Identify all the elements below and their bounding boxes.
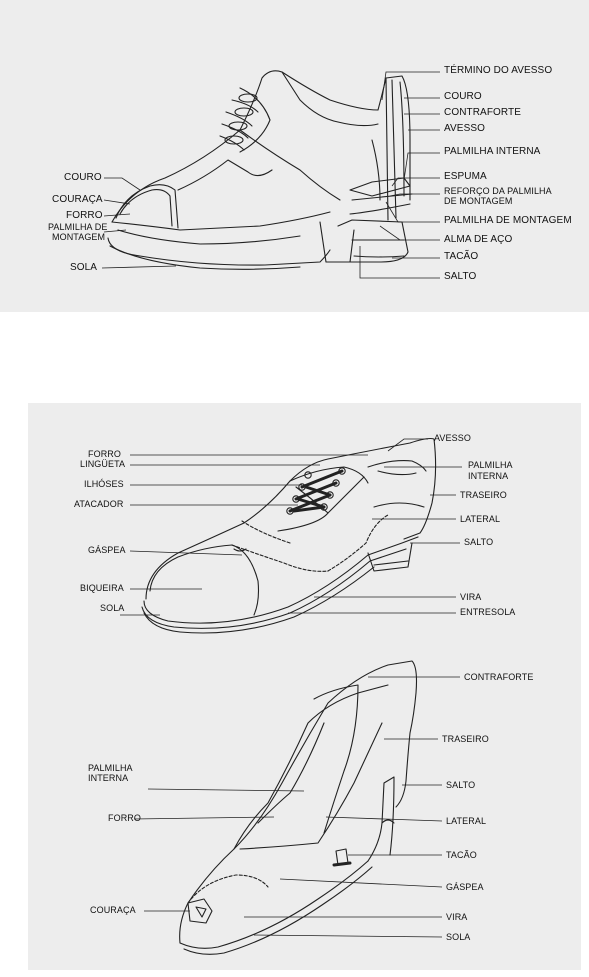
label-traseiro-pump: TRASEIRO (442, 734, 489, 744)
label-palmilha-montagem-left-2: MONTAGEM (52, 232, 106, 242)
leader-espuma (391, 177, 440, 187)
leader-palmilha-montagem-left (103, 229, 127, 233)
leader-reforco (389, 193, 440, 197)
label-salto-oxford: SALTO (464, 537, 494, 547)
label-forro-oxford: FORRO (88, 449, 121, 459)
label-ilhoses: ILHÓSES (84, 479, 124, 489)
label-contraforte: CONTRAFORTE (444, 107, 522, 118)
label-contraforte: CONTRAFORTE (464, 672, 534, 682)
label-vira-pump: VIRA (446, 912, 468, 922)
leader-couro-left (104, 177, 141, 191)
leader-sola-left (101, 265, 177, 269)
panel-shoe-parts: FORRO LINGÜETA ILHÓSES ATACADOR GÁSPEA B… (28, 403, 581, 970)
label-atacador: ATACADOR (74, 499, 124, 509)
leader-salto (359, 246, 440, 279)
label-tacao-pump: TACÃO (446, 850, 477, 860)
label-palmilha-interna-right: PALMILHA INTERNA (444, 146, 541, 157)
label-lateral-pump: LATERAL (446, 816, 487, 826)
label-lateral-oxford: LATERAL (460, 514, 501, 524)
leader-forro-left (103, 213, 131, 217)
leader-palmilha-interna-pump (147, 788, 305, 792)
label-salto-right: SALTO (444, 271, 477, 282)
leader-palmilha-interna (403, 152, 440, 181)
label-avesso-right: AVESSO (444, 123, 485, 134)
label-espuma: ESPUMA (444, 171, 487, 182)
leader-couraca-left (103, 199, 131, 205)
label-palmilha-interna-oxford-1: PALMILHA (468, 460, 513, 470)
label-lingueta: LINGÜETA (80, 459, 126, 469)
leader-gaspea-pump (279, 878, 443, 888)
leader-gaspea-oxford (129, 550, 243, 556)
label-traseiro-oxford: TRASEIRO (460, 490, 507, 500)
label-entresola: ENTRESOLA (460, 607, 516, 617)
label-gaspea-oxford: GÁSPEA (88, 545, 126, 555)
leader-lateral-pump (325, 816, 443, 822)
label-couraca-pump: COURAÇA (90, 905, 136, 915)
leader-sola-pump (253, 934, 443, 938)
label-sola-oxford: SOLA (100, 603, 125, 613)
label-palmilha-montagem-left-1: PALMILHA DE (48, 222, 108, 232)
leader-forro-pump (133, 816, 275, 820)
label-couro-right: COURO (444, 91, 482, 102)
label-reforco-2: DE MONTAGEM (444, 196, 513, 206)
leader-alma-aco (379, 225, 440, 241)
label-palmilha-interna-pump-1: PALMILHA (88, 763, 133, 773)
label-tacao-right: TACÃO (444, 251, 479, 262)
label-avesso: AVESSO (434, 433, 471, 443)
label-gaspea-pump: GÁSPEA (446, 882, 484, 892)
leader-avesso (387, 438, 428, 452)
label-salto-pump: SALTO (446, 780, 476, 790)
shoe-parts-drawing (120, 437, 462, 955)
label-termino-avesso: TÉRMINO DO AVESSO (444, 65, 553, 76)
label-sola-left: SOLA (70, 262, 98, 273)
label-palmilha-montagem-right: PALMILHA DE MONTAGEM (444, 215, 572, 226)
leader-palmilha-montagem-right (385, 201, 440, 223)
label-palmilha-interna-oxford-2: INTERNA (468, 471, 509, 481)
label-forro-left: FORRO (66, 210, 103, 221)
label-alma-aco: ALMA DE AÇO (444, 234, 513, 245)
panel-shoe-cross-section: COURO COURAÇA FORRO PALMILHA DE MONTAGEM… (0, 0, 589, 312)
label-sola-pump: SOLA (446, 932, 471, 942)
label-forro-pump: FORRO (108, 813, 141, 823)
shoe-cross-section-drawing (101, 70, 440, 279)
leader-termino-avesso (381, 71, 440, 101)
label-reforco-1: REFORÇO DA PALMILHA (444, 186, 552, 196)
label-vira-oxford: VIRA (460, 592, 482, 602)
label-couro-left: COURO (64, 172, 102, 183)
label-palmilha-interna-pump-2: INTERNA (88, 773, 129, 783)
label-biqueira: BIQUEIRA (80, 583, 124, 593)
label-couraca-left: COURAÇA (52, 194, 103, 205)
